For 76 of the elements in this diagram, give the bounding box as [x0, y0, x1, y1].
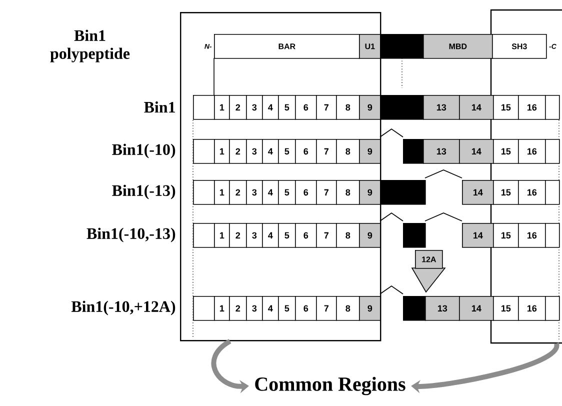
exon-cell: 6	[295, 139, 317, 164]
exon-cell: 3	[246, 139, 263, 164]
row-label: Bin1(-10,+12A)	[71, 300, 176, 316]
domain-box: MBD	[423, 34, 493, 59]
exon-cell: 7	[316, 180, 337, 205]
row-label: Bin1(-10,-13)	[86, 228, 176, 242]
exon-cell: 7	[316, 95, 337, 120]
exon-cell: 16	[518, 180, 546, 205]
row-label: Bin1	[144, 101, 175, 113]
exon-cell: 6	[295, 223, 317, 248]
exon-cell: 1	[214, 139, 230, 164]
domain-box	[380, 34, 424, 88]
exon-cell: 3	[246, 296, 263, 321]
exon-cell: 5	[278, 296, 296, 321]
row-label: Bin1 polypeptide	[50, 30, 130, 62]
exon-cell: 2	[229, 139, 247, 164]
row-label: Bin1(-13)	[112, 184, 176, 200]
exon-cell: 1	[214, 296, 230, 321]
exon-cell: 4	[262, 180, 279, 205]
exon-cell: 14	[462, 180, 494, 205]
exon-cell: 15	[493, 223, 519, 248]
exon-cell: 5	[278, 223, 296, 248]
exon-cell: 7	[316, 223, 337, 248]
exon-cell: 13	[423, 95, 460, 120]
exon-cell: 1	[214, 223, 230, 248]
domain-box: BAR	[214, 34, 360, 59]
exon-cell: 15	[493, 180, 519, 205]
exon-cell: 6	[295, 180, 317, 205]
exon-cell: 5	[278, 180, 296, 205]
exon-cell: 4	[262, 296, 279, 321]
exon-cell: 14	[462, 223, 494, 248]
exon-cell: 16	[518, 95, 546, 120]
exon-cell: 2	[229, 296, 247, 321]
region-caption: Common Regions	[255, 376, 406, 396]
exon-cell: 13	[425, 296, 460, 321]
exon-cell: 16	[518, 296, 546, 321]
exon-cell: 8	[336, 139, 360, 164]
exon-cell: 6	[295, 296, 317, 321]
exon-cell: 16	[518, 223, 546, 248]
exon-cell: 2	[229, 180, 247, 205]
exon-cell: 4	[262, 95, 279, 120]
exon-cell: 14	[459, 139, 494, 164]
exon-cell: 8	[336, 180, 360, 205]
exon-cell: 1	[214, 180, 230, 205]
exon-cell: 9	[359, 139, 381, 164]
exon-cell: 4	[262, 139, 279, 164]
exon-cell: 15	[493, 95, 519, 120]
exon-cell: 8	[336, 223, 360, 248]
exon-cell: 7	[316, 139, 337, 164]
exon-cell: 6	[295, 95, 317, 120]
exon-cell: 13	[423, 139, 460, 164]
exon-cell: 5	[278, 139, 296, 164]
exon-cell: 3	[246, 95, 263, 120]
region-frame	[180, 12, 382, 342]
exon-cell: 4	[262, 223, 279, 248]
exon-cell: 9	[359, 180, 381, 205]
exon-cell: 7	[316, 296, 337, 321]
exon-cell: 16	[518, 139, 546, 164]
domain-box: U1	[359, 34, 381, 59]
exon-cell: 2	[229, 95, 247, 120]
exon-cell: 8	[336, 95, 360, 120]
exon-cell: 15	[493, 139, 519, 164]
exon-cell: 9	[359, 95, 381, 120]
exon-cell: 5	[278, 95, 296, 120]
exon-cell: 3	[246, 223, 263, 248]
row-label: Bin1(-10)	[112, 144, 176, 158]
exon-cell: 9	[359, 223, 381, 248]
exon-cell: 9	[359, 296, 381, 321]
exon-cell: 15	[493, 296, 519, 321]
exon-cell: 8	[336, 296, 360, 321]
exon-cell: 2	[229, 223, 247, 248]
exon-cell: 14	[459, 296, 494, 321]
exon-cell: 14	[459, 95, 494, 120]
exon-cell: 3	[246, 180, 263, 205]
exon-cell: 1	[214, 95, 230, 120]
domain-box: SH3	[492, 34, 547, 59]
